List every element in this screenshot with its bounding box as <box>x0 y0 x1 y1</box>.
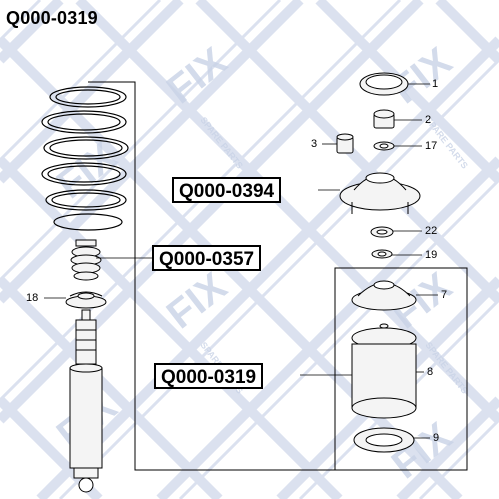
callout-19: 19 <box>425 249 438 261</box>
part-code-label: Q000-0357 <box>152 245 262 271</box>
callout-9: 9 <box>433 432 440 444</box>
frame-lines <box>88 81 468 471</box>
part-dust-boot <box>351 323 417 419</box>
part-strut-mount <box>339 172 421 214</box>
part-washer <box>373 141 395 151</box>
leader-lines <box>44 83 438 439</box>
part-code-label: Q000-0319 <box>154 363 264 389</box>
part-nut <box>373 109 395 129</box>
callout-1: 1 <box>432 78 439 90</box>
callout-17: 17 <box>425 140 438 152</box>
part-bearing <box>370 226 394 238</box>
page-title: Q000-0319 <box>6 8 98 28</box>
callout-3: 3 <box>311 138 318 150</box>
callout-22: 22 <box>425 225 438 237</box>
coil-spring <box>41 86 129 231</box>
callout-18: 18 <box>26 292 39 304</box>
part-code-label: Q000-0394 <box>172 177 282 203</box>
part-washer-lower <box>371 249 393 259</box>
callout-7: 7 <box>441 289 448 301</box>
callout-2: 2 <box>425 114 432 126</box>
spring-seat <box>65 291 107 309</box>
callout-8: 8 <box>427 366 434 378</box>
part-boot-cap <box>351 280 417 311</box>
part-lock-nut <box>336 133 354 154</box>
shock-absorber <box>69 309 103 493</box>
part-lower-ring <box>353 427 415 453</box>
bump-stop <box>70 239 102 281</box>
watermark-tagline: SPARE PARTS <box>198 115 244 171</box>
part-top-cap <box>359 72 409 96</box>
watermark-brand: FIX <box>159 39 235 112</box>
